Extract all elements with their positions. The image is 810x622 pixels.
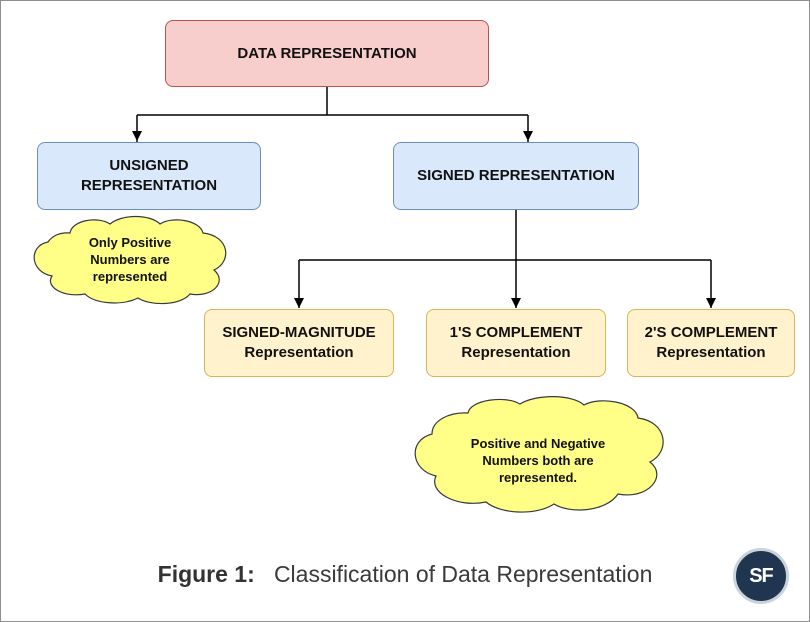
- note-unsigned: Only Positive Numbers are represented: [60, 234, 200, 285]
- figure-caption-text: Classification of Data Representation: [273, 561, 653, 587]
- note-signed: Positive and Negative Numbers both are r…: [440, 435, 636, 486]
- node-twos-complement: 2'S COMPLEMENT Representation: [627, 309, 795, 377]
- site-logo: SF: [733, 548, 789, 604]
- note-unsigned-line2: Numbers are: [90, 252, 170, 267]
- node-unsigned-line1: UNSIGNED: [109, 157, 189, 174]
- note-unsigned-line1: Only Positive: [88, 235, 172, 250]
- edge-root-to-level1: [136, 87, 529, 142]
- node-data-representation-label: DATA REPRESENTATION: [237, 44, 417, 62]
- arrow-to-unsigned: [132, 131, 142, 141]
- node-signed-magnitude: SIGNED-MAGNITUDE Representation: [204, 309, 394, 377]
- note-signed-line3: represented.: [498, 470, 578, 485]
- arrow-to-signed-magnitude: [294, 298, 304, 308]
- node-ones-complement: 1'S COMPLEMENT Representation: [426, 309, 606, 377]
- node-twos-complement-line2: Representation: [656, 344, 766, 361]
- note-signed-line1: Positive and Negative: [470, 436, 606, 451]
- node-data-representation: DATA REPRESENTATION: [165, 20, 489, 87]
- arrow-to-ones-complement: [511, 298, 521, 308]
- arrow-to-twos-complement: [706, 298, 716, 308]
- cloud-shape-signed: [414, 396, 664, 513]
- node-signed-label: SIGNED REPRESENTATION: [417, 167, 615, 184]
- arrow-to-signed: [523, 131, 533, 141]
- node-signed-magnitude-line2: Representation: [244, 344, 354, 361]
- site-logo-text: SF: [749, 564, 774, 587]
- note-unsigned-line3: represented: [92, 269, 168, 284]
- node-unsigned-line2: REPRESENTATION: [80, 177, 218, 194]
- node-ones-complement-line2: Representation: [461, 344, 571, 361]
- note-signed-line2: Numbers both are: [482, 453, 594, 468]
- node-twos-complement-line1: 2'S COMPLEMENT: [644, 324, 778, 341]
- figure-caption: Figure 1: Classification of Data Represe…: [0, 561, 810, 588]
- node-signed-magnitude-line1: SIGNED-MAGNITUDE: [222, 324, 376, 341]
- edge-signed-to-level2: [298, 209, 712, 308]
- node-unsigned-representation: UNSIGNED REPRESENTATION: [37, 142, 261, 210]
- node-signed-representation: SIGNED REPRESENTATION: [393, 142, 639, 210]
- figure-caption-prefix: Figure 1:: [157, 561, 255, 587]
- cloud-shape-unsigned: [33, 215, 227, 305]
- node-ones-complement-line1: 1'S COMPLEMENT: [449, 324, 583, 341]
